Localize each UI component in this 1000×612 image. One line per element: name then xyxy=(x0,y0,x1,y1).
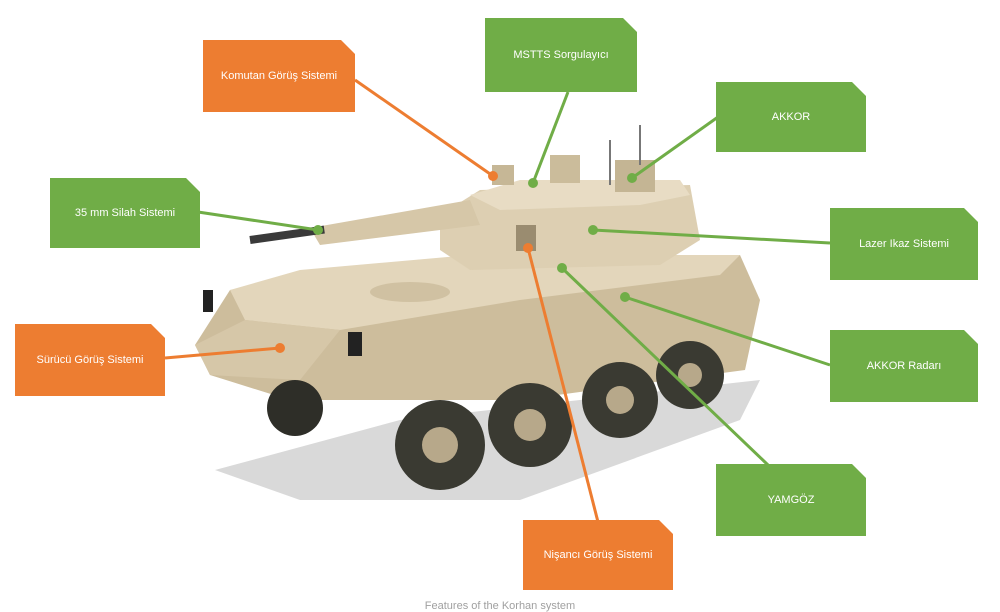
vehicle-gun-mantlet xyxy=(310,200,480,245)
callout-mstts: MSTTS Sorgulayıcı xyxy=(485,18,637,92)
mstts-sensor xyxy=(550,155,580,183)
leader-lazer xyxy=(592,228,831,245)
callout-silah: 35 mm Silah Sistemi xyxy=(50,178,200,248)
callout-akkor: AKKOR xyxy=(716,82,866,152)
leader-akkor-radar xyxy=(624,295,831,367)
leader-komutan xyxy=(354,78,494,178)
callout-komutan: Komutan Görüş Sistemi xyxy=(203,40,355,112)
leader-lines xyxy=(164,78,831,523)
leader-akkor xyxy=(631,115,719,180)
figure-caption: Features of the Korhan system xyxy=(424,600,576,612)
leader-nisanci xyxy=(526,247,600,523)
vehicle-gun-barrel xyxy=(249,225,325,244)
callout-lazer: Lazer Ikaz Sistemi xyxy=(830,208,978,280)
vehicle-wheels xyxy=(267,341,724,490)
side-mirror xyxy=(203,290,213,312)
vehicle-hatch xyxy=(370,282,450,302)
callout-akkor-radar: AKKOR Radarı xyxy=(830,330,978,402)
leader-yamgoz xyxy=(560,266,770,467)
leader-silah xyxy=(197,210,319,232)
callout-nisanci: Nişancı Görüş Sistemi xyxy=(523,520,673,590)
callout-surucu: Sürücü Görüş Sistemi xyxy=(15,324,165,396)
leader-mstts xyxy=(531,91,570,184)
leader-surucu xyxy=(164,346,281,360)
front-light xyxy=(348,332,362,356)
callout-yamgoz: YAMGÖZ xyxy=(716,464,866,536)
vehicle-hull-top xyxy=(230,255,740,330)
commander-sight xyxy=(492,165,514,185)
leader-endpoints xyxy=(275,171,637,353)
